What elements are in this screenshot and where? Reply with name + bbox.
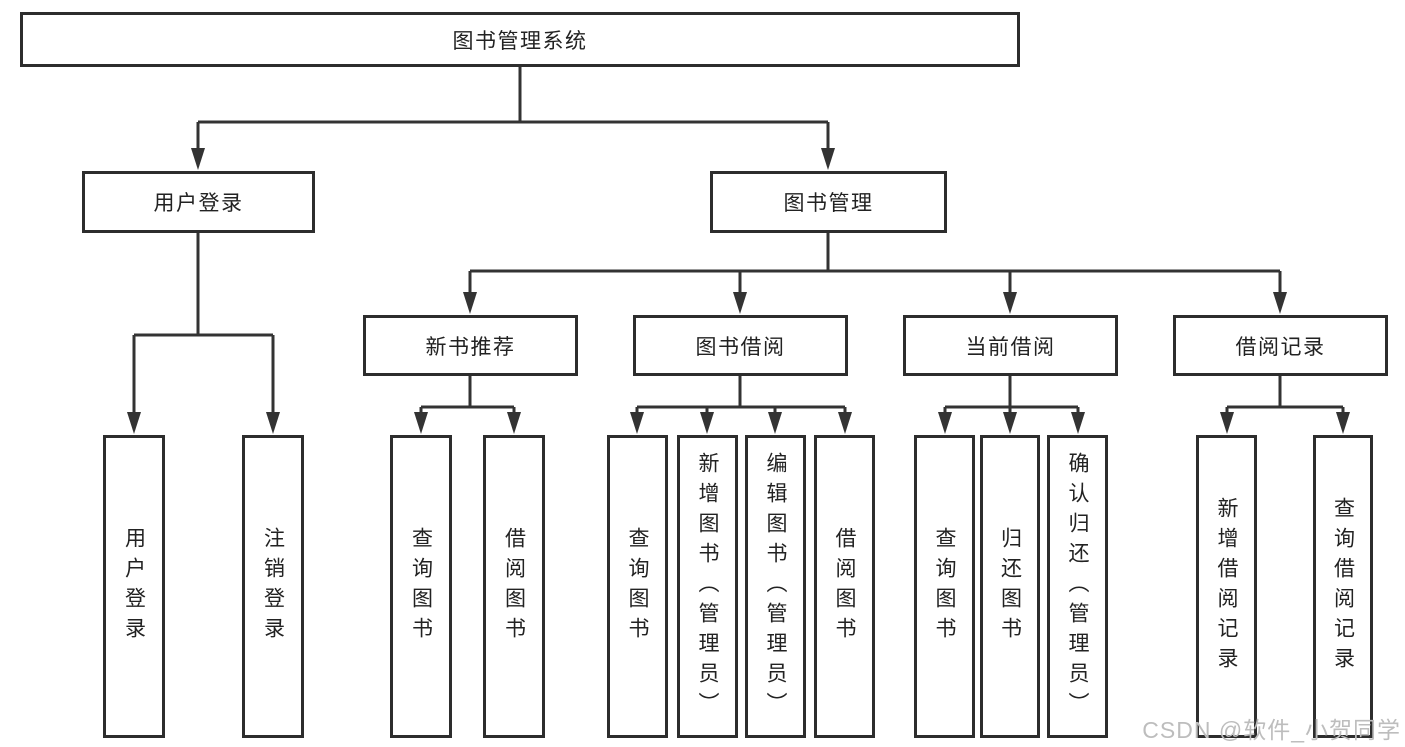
leaf-current-query-books-label: 查询图书 — [933, 526, 956, 647]
node-new-book-recommend: 新书推荐 — [363, 315, 578, 376]
leaf-recommend-query-books-label: 查询图书 — [409, 526, 433, 647]
csdn-watermark: CSDN @软件_小贺同学 — [1142, 717, 1401, 743]
node-book-management-label: 图书管理 — [783, 192, 874, 215]
node-current-borrow-label: 当前借阅 — [965, 335, 1056, 359]
leaf-recommend-query-books: 查询图书 — [390, 435, 452, 738]
leaf-borrow-add-books-admin: 新增图书（管理员） — [677, 435, 738, 738]
leaf-logout-label: 注销登录 — [261, 526, 285, 647]
leaf-recommend-borrow-books-label: 借阅图书 — [502, 526, 526, 647]
node-book-management: 图书管理 — [710, 171, 947, 233]
leaf-borrow-query-books: 查询图书 — [607, 435, 668, 738]
node-user-login-label: 用户登录 — [153, 192, 244, 215]
leaf-records-add-record-label: 新增借阅记录 — [1215, 496, 1238, 677]
node-borrow-records: 借阅记录 — [1173, 315, 1388, 376]
leaf-borrow-borrow-books: 借阅图书 — [814, 435, 875, 738]
leaf-borrow-query-books-label: 查询图书 — [626, 526, 649, 647]
node-new-book-recommend-label: 新书推荐 — [425, 335, 516, 359]
leaf-records-add-record: 新增借阅记录 — [1196, 435, 1257, 738]
node-user-login: 用户登录 — [82, 171, 315, 233]
leaf-current-confirm-return-admin: 确认归还（管理员） — [1047, 435, 1108, 738]
leaf-user-login: 用户登录 — [103, 435, 165, 738]
leaf-borrow-edit-books-admin-label: 编辑图书（管理员） — [764, 451, 787, 722]
node-root: 图书管理系统 — [20, 12, 1020, 67]
leaf-borrow-add-books-admin-label: 新增图书（管理员） — [696, 451, 719, 722]
leaf-current-return-books-label: 归还图书 — [998, 526, 1022, 647]
leaf-current-confirm-return-admin-label: 确认归还（管理员） — [1066, 451, 1089, 722]
leaf-records-query-record: 查询借阅记录 — [1313, 435, 1373, 738]
leaf-recommend-borrow-books: 借阅图书 — [483, 435, 545, 738]
node-book-borrow: 图书借阅 — [633, 315, 848, 376]
node-current-borrow: 当前借阅 — [903, 315, 1118, 376]
leaf-user-login-label: 用户登录 — [122, 526, 146, 647]
node-book-borrow-label: 图书借阅 — [695, 335, 786, 359]
leaf-borrow-borrow-books-label: 借阅图书 — [833, 526, 856, 647]
leaf-current-return-books: 归还图书 — [980, 435, 1040, 738]
leaf-borrow-edit-books-admin: 编辑图书（管理员） — [745, 435, 806, 738]
node-borrow-records-label: 借阅记录 — [1235, 335, 1326, 359]
node-root-label: 图书管理系统 — [452, 29, 588, 53]
leaf-current-query-books: 查询图书 — [914, 435, 975, 738]
leaf-records-query-record-label: 查询借阅记录 — [1331, 496, 1355, 677]
leaf-logout: 注销登录 — [242, 435, 304, 738]
